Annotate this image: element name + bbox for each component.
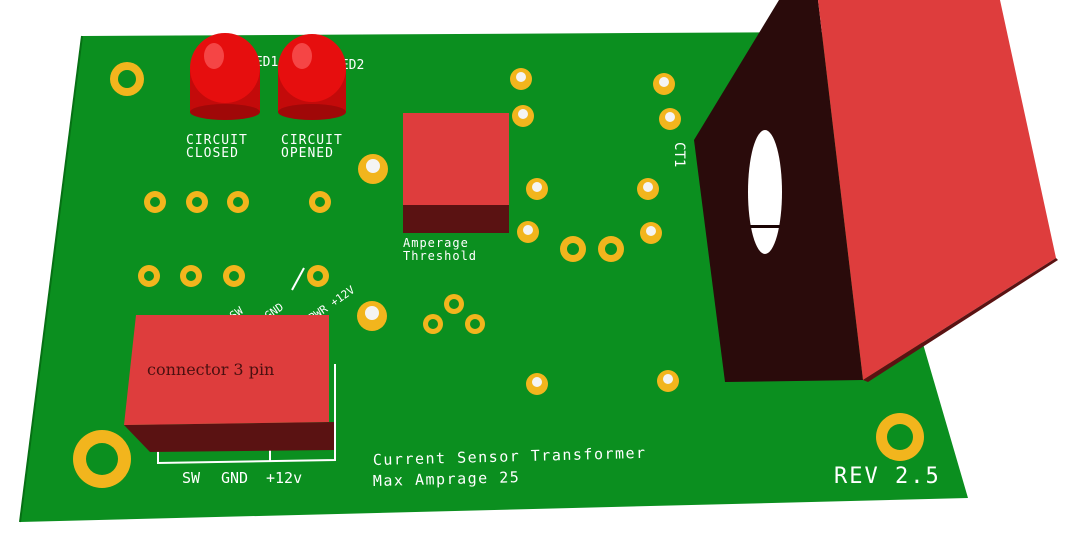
pad-cluster-middle <box>423 236 624 334</box>
potentiometer-amperage-threshold <box>403 113 509 233</box>
led2-caption-line1: CIRCUIT <box>281 133 343 148</box>
board-revision: REV 2.5 <box>834 464 941 489</box>
board-subtitle: Max Amprage 25 <box>373 468 521 490</box>
connector-bottom-label-gnd: GND <box>221 469 248 487</box>
connector-silk-outline <box>157 364 336 465</box>
mounting-hole-bottom-right <box>876 413 924 461</box>
current-transformer <box>694 0 1058 382</box>
led1-caption-line2: CLOSED <box>186 146 239 161</box>
led-circuit-closed <box>190 33 260 120</box>
mounting-hole-bottom-left <box>73 430 131 488</box>
pad-row-lower <box>138 265 329 287</box>
connector-silk-line <box>291 267 305 291</box>
pcb-edge <box>19 35 83 523</box>
connector-bottom-label-sw: SW <box>182 469 201 487</box>
pin-pads <box>357 68 681 395</box>
potentiometer-label-line2: Threshold <box>403 249 477 263</box>
led1-caption-line1: CIRCUIT <box>186 133 248 148</box>
led2-caption-line2: OPENED <box>281 146 334 161</box>
led-circuit-opened <box>278 34 346 120</box>
ct-designator: CT1 <box>671 142 687 167</box>
ct-center-hole <box>748 130 782 254</box>
connector-bottom-label-12v: +12v <box>266 469 302 487</box>
connector-3-pin <box>124 315 334 452</box>
connector-name: connector 3 pin <box>147 360 274 379</box>
mounting-hole-top-left <box>110 62 144 96</box>
pad-row-upper <box>144 191 331 213</box>
potentiometer-label-line1: Amperage <box>403 236 469 250</box>
